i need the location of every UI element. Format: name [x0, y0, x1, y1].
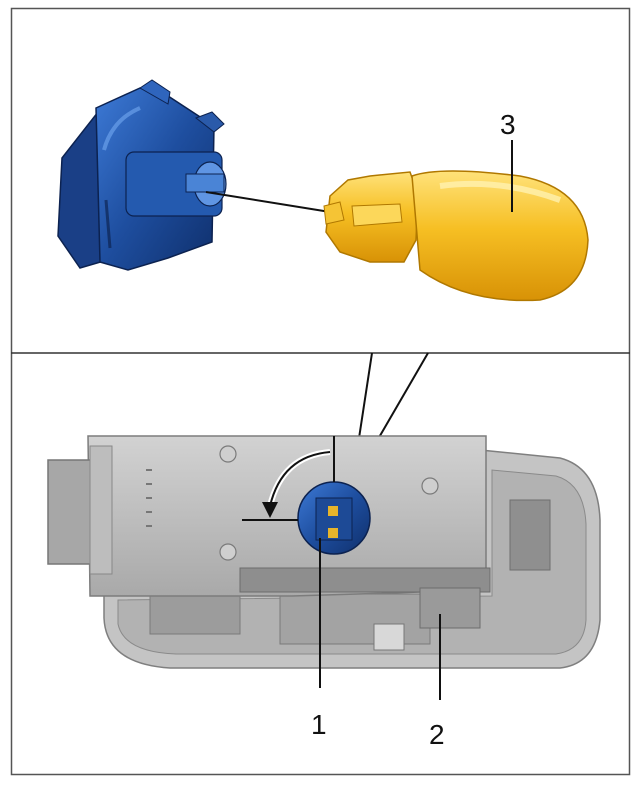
- callout-3-label: 3: [500, 109, 516, 140]
- lamp-housing-icon: [47, 435, 601, 669]
- bulb-socket-icon: [57, 79, 227, 271]
- callout-1-label: 1: [311, 709, 327, 740]
- rotation-arrow-icon: [242, 436, 335, 521]
- socket-leader-line: [205, 191, 331, 213]
- wedge-bulb-icon: [323, 170, 589, 302]
- callout-2-label: 2: [429, 719, 445, 750]
- installed-socket-icon: [297, 481, 371, 555]
